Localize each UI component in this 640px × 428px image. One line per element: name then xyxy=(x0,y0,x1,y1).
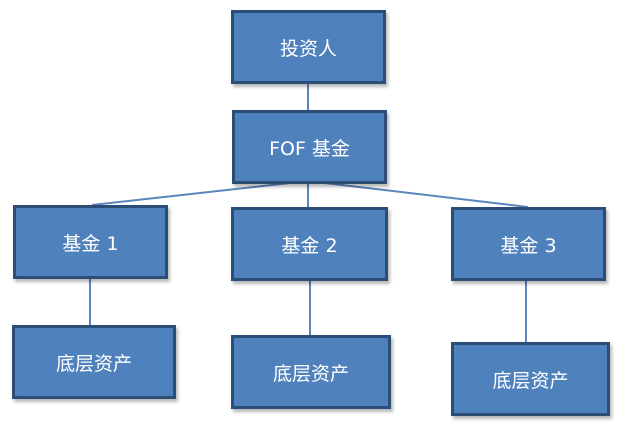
node-fof-fund: FOF 基金 xyxy=(232,110,387,184)
edge-fof-fund1 xyxy=(91,180,309,206)
node-underlying-asset-1: 底层资产 xyxy=(12,325,176,399)
edge-fof-fund3 xyxy=(307,180,529,208)
node-underlying-asset-3: 底层资产 xyxy=(451,342,610,416)
node-fund-2: 基金 2 xyxy=(231,207,388,281)
node-fund-3: 基金 3 xyxy=(451,207,606,281)
node-investor: 投资人 xyxy=(231,10,386,84)
node-underlying-asset-2: 底层资产 xyxy=(231,335,391,409)
node-fund-1: 基金 1 xyxy=(13,205,168,279)
